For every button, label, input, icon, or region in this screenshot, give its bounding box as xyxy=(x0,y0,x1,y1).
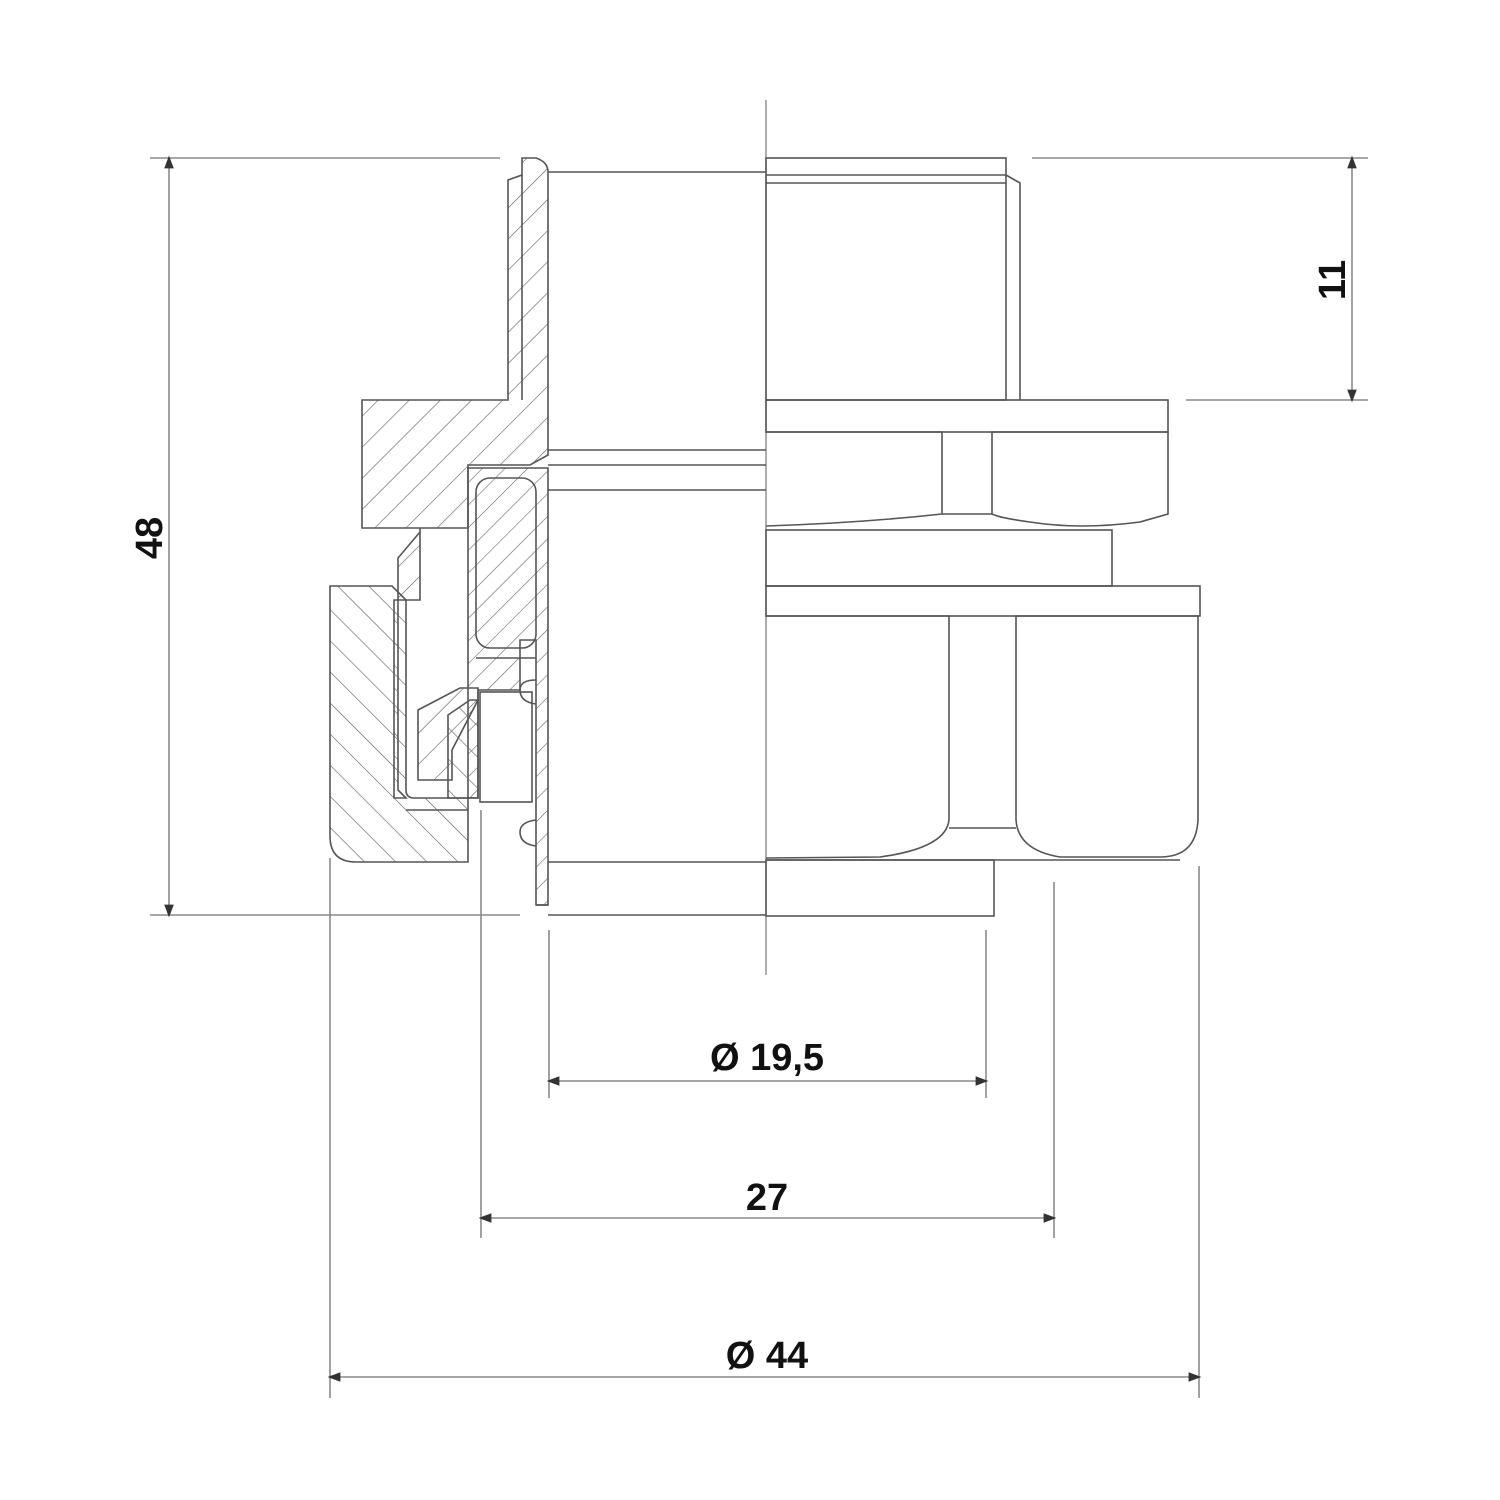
dimension-overall-height: 48 xyxy=(129,155,520,918)
dim-label-11: 11 xyxy=(1312,260,1354,300)
dim-label-27: 27 xyxy=(746,1177,788,1219)
dim-label-19-5: Ø 19,5 xyxy=(710,1037,824,1079)
dim-label-44: Ø 44 xyxy=(726,1335,808,1377)
dimension-inner-diameter: Ø 19,5 xyxy=(546,930,989,1098)
dimension-thread-length: 11 xyxy=(1032,155,1368,403)
dimension-pipe-width: 27 xyxy=(478,810,1057,1238)
exterior-view xyxy=(765,157,1201,917)
section-view xyxy=(329,157,766,916)
dim-label-48: 48 xyxy=(129,517,171,559)
dimension-outer-diameter: Ø 44 xyxy=(327,858,1202,1398)
